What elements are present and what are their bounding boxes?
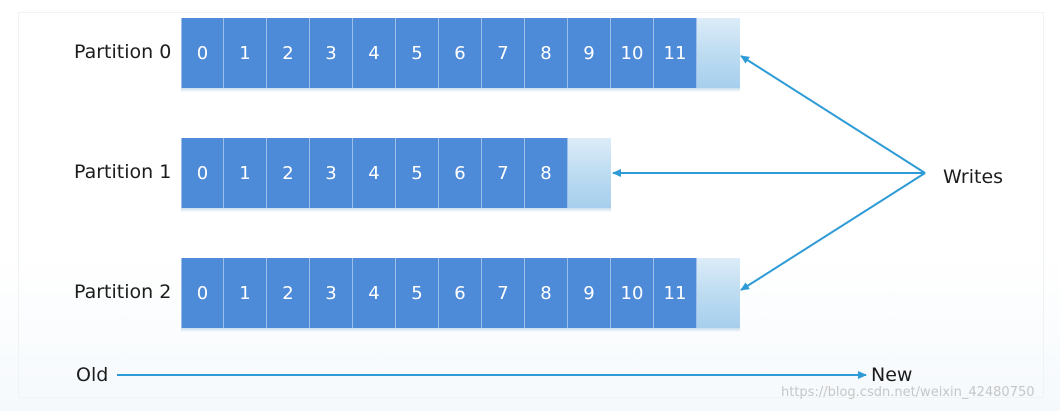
partition-1-next-write-slot bbox=[568, 138, 611, 208]
partition-1-underline bbox=[181, 208, 611, 212]
new-label: New bbox=[871, 364, 913, 386]
partition-2-offset-cell: 7 bbox=[482, 258, 525, 328]
partition-1-offset-cell: 3 bbox=[310, 138, 353, 208]
partition-1-offset-cell: 8 bbox=[525, 138, 568, 208]
source-watermark: https://blog.csdn.net/weixin_42480750 bbox=[781, 385, 1035, 400]
partition-2-offset-cell: 3 bbox=[310, 258, 353, 328]
partition-1-offset-cell: 1 bbox=[224, 138, 267, 208]
partition-0-offset-cell: 1 bbox=[224, 18, 267, 88]
partition-2-label: Partition 2 bbox=[74, 281, 172, 303]
partition-0-next-write-slot bbox=[697, 18, 740, 88]
partition-2-offset-cell: 5 bbox=[396, 258, 439, 328]
partition-1-offset-cell: 0 bbox=[181, 138, 224, 208]
partition-0-offset-cell: 0 bbox=[181, 18, 224, 88]
writes-label: Writes bbox=[943, 166, 1004, 188]
partition-2-offset-cell: 1 bbox=[224, 258, 267, 328]
partition-2-offset-cell: 9 bbox=[568, 258, 611, 328]
partition-2-offset-cell: 11 bbox=[654, 258, 697, 328]
partition-1-offset-cell: 7 bbox=[482, 138, 525, 208]
partition-1-offset-cell: 2 bbox=[267, 138, 310, 208]
partition-0-offset-cell: 7 bbox=[482, 18, 525, 88]
partition-0-offset-cell: 4 bbox=[353, 18, 396, 88]
partition-0-label: Partition 0 bbox=[74, 41, 172, 63]
write-arrow-partition-0 bbox=[740, 55, 926, 174]
partition-0-offset-cell: 9 bbox=[568, 18, 611, 88]
write-arrow-partition-2 bbox=[740, 172, 926, 291]
partition-1-offset-cell: 5 bbox=[396, 138, 439, 208]
partition-1-offset-cell: 6 bbox=[439, 138, 482, 208]
partition-2-offset-cell: 6 bbox=[439, 258, 482, 328]
partition-2-offset-cell: 10 bbox=[611, 258, 654, 328]
partition-1-offset-cell: 4 bbox=[353, 138, 396, 208]
partition-2-underline bbox=[181, 328, 740, 332]
partition-0-offset-cell: 3 bbox=[310, 18, 353, 88]
partition-0-offset-cell: 2 bbox=[267, 18, 310, 88]
old-label: Old bbox=[76, 364, 109, 386]
partition-0-offset-cell: 10 bbox=[611, 18, 654, 88]
partition-0-underline bbox=[181, 88, 740, 92]
partition-0-offset-cell: 6 bbox=[439, 18, 482, 88]
partition-2-offset-cell: 4 bbox=[353, 258, 396, 328]
partition-0-offset-cell: 8 bbox=[525, 18, 568, 88]
partition-2-offset-cell: 2 bbox=[267, 258, 310, 328]
partition-0-offset-cell: 5 bbox=[396, 18, 439, 88]
partition-2-offset-cell: 0 bbox=[181, 258, 224, 328]
partition-1-label: Partition 1 bbox=[74, 161, 172, 183]
partition-2-next-write-slot bbox=[697, 258, 740, 328]
partition-2-offset-cell: 8 bbox=[525, 258, 568, 328]
partition-0-offset-cell: 11 bbox=[654, 18, 697, 88]
